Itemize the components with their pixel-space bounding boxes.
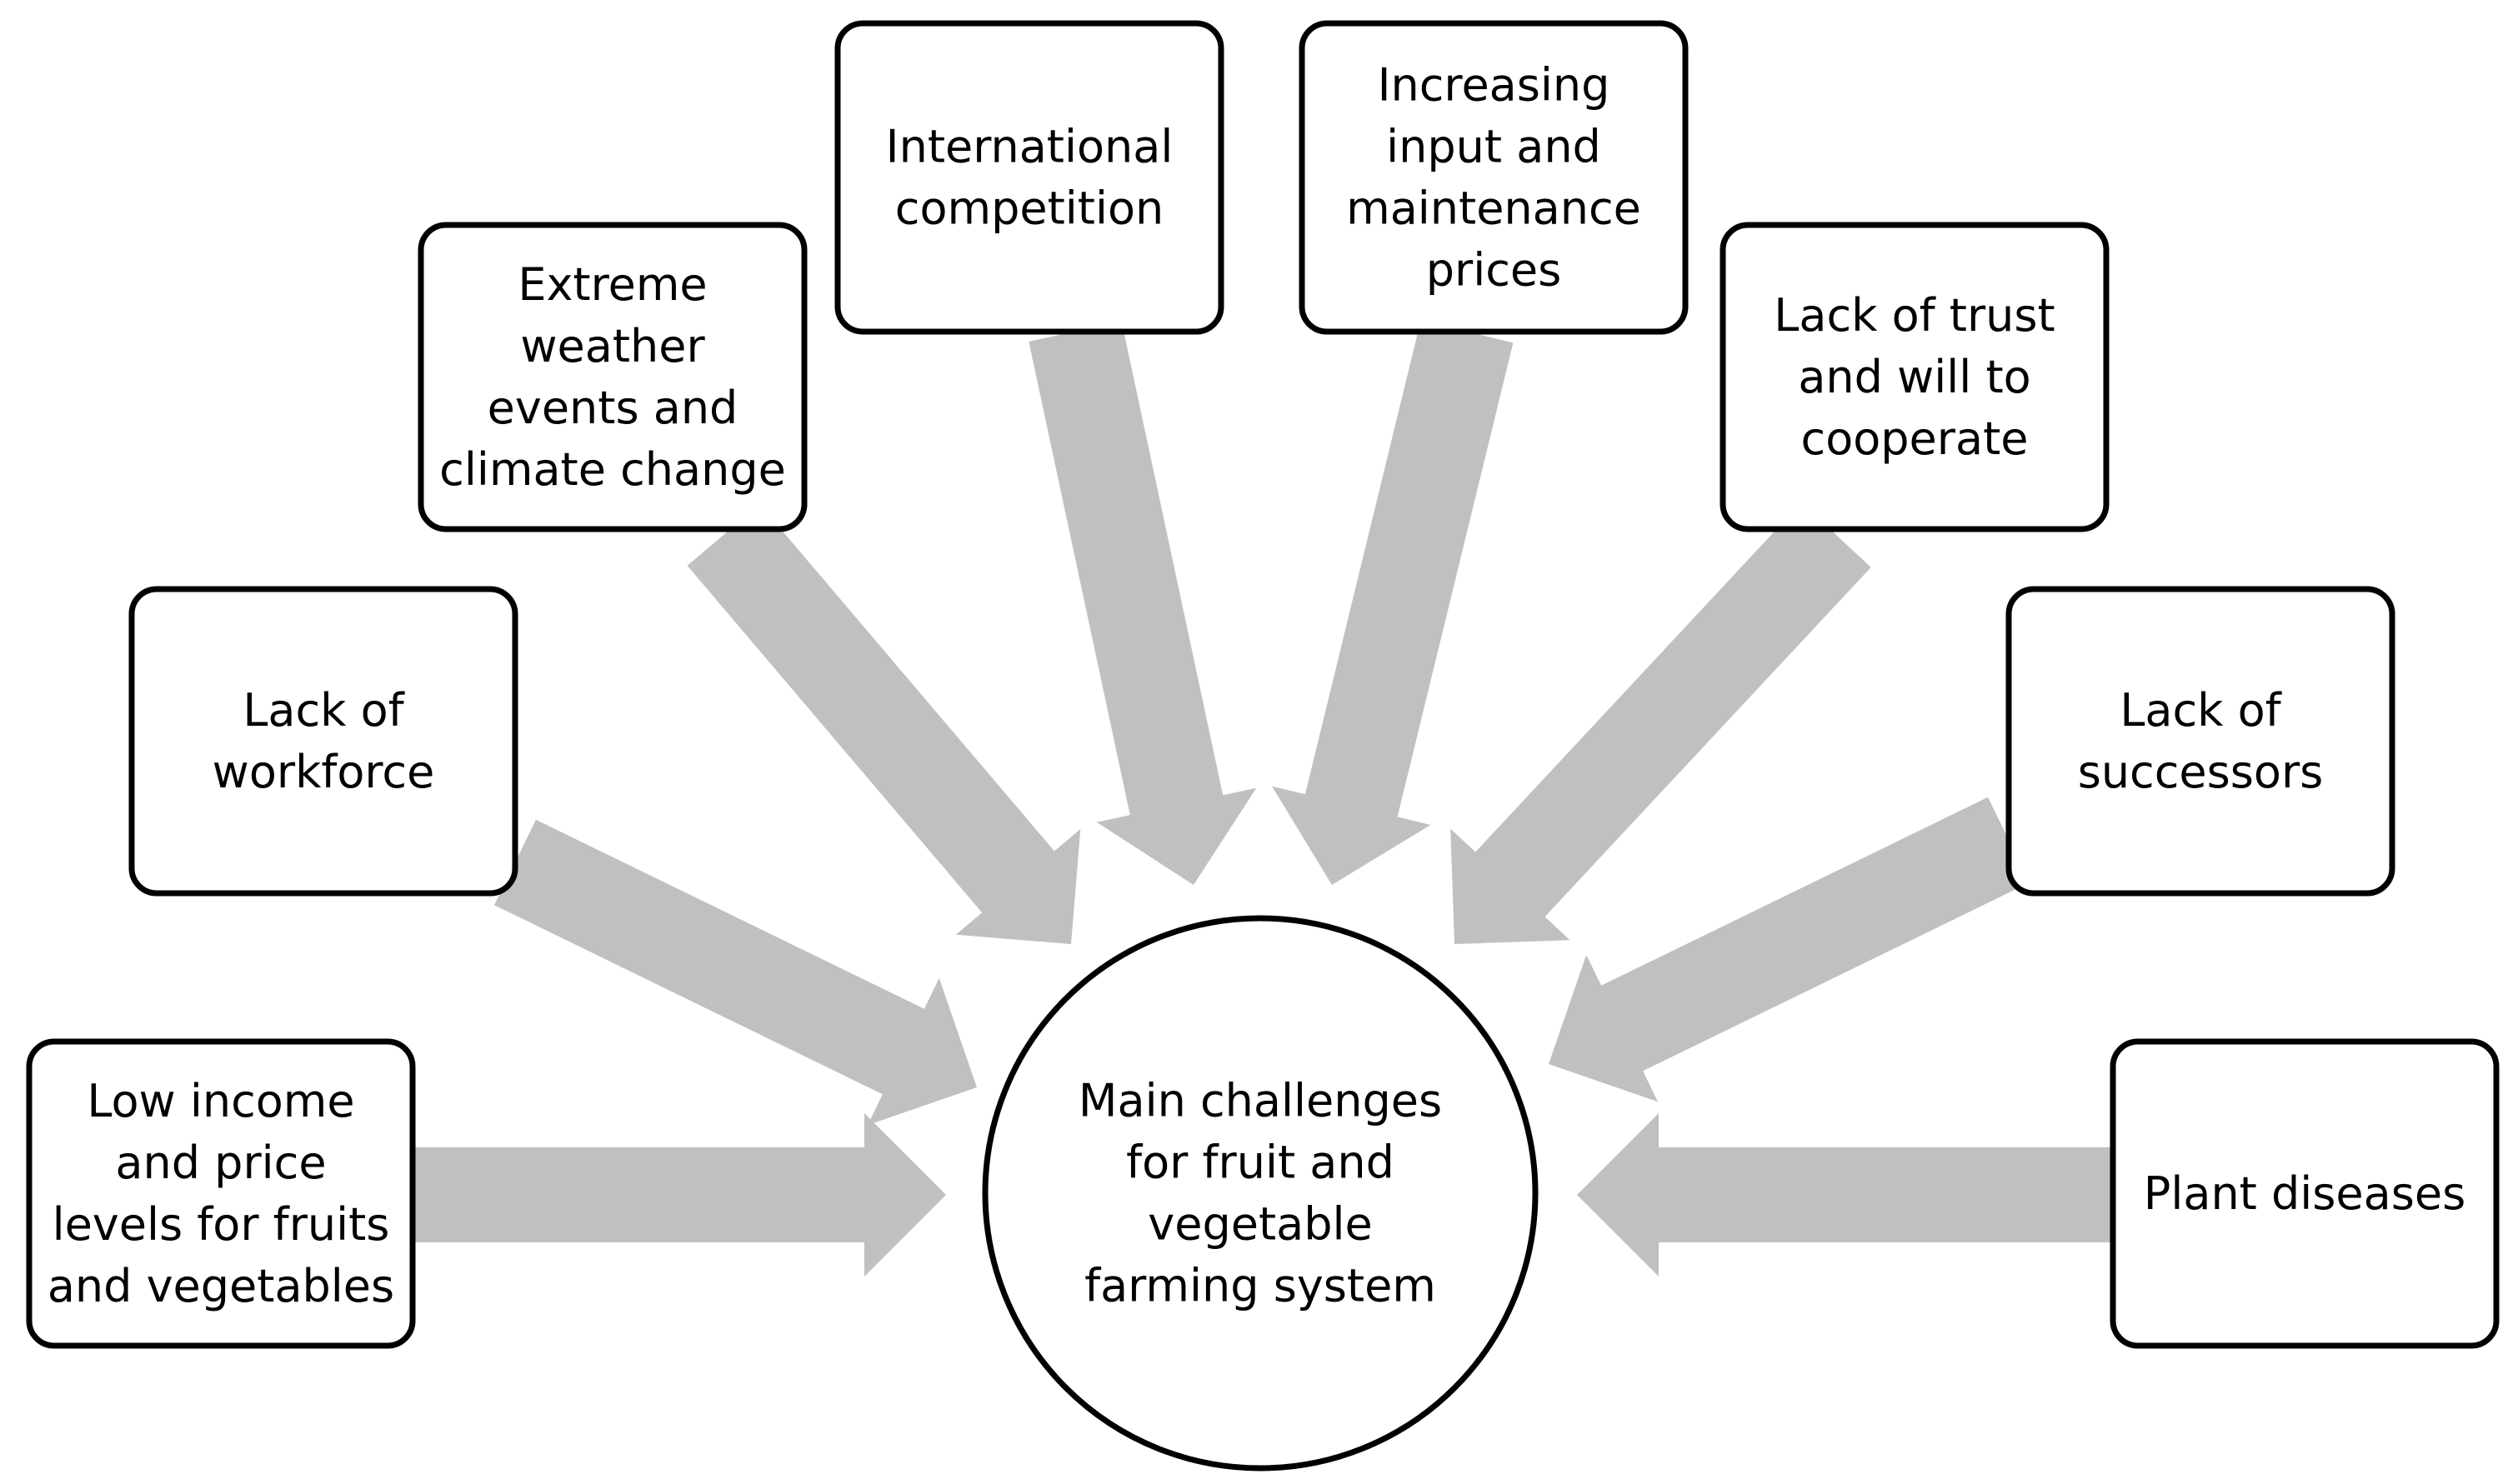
challenge-label-extreme-weather-line-3: events and [488,382,738,434]
challenge-box-frame [1720,222,2110,532]
boxes-layer: Low income and price levels for fruits and … [26,20,2500,1349]
challenge-label-international-competition-line-2: competition [895,182,1164,235]
challenge-label-international-competition-line-1: International [886,121,1174,173]
challenge-label-increasing-prices-line-1: Increasing [1378,59,1610,112]
arrow-increasing-prices [1272,320,1514,885]
challenge-label-lack-of-trust-line-3: cooperate [1801,412,2029,465]
challenge-label-lack-of-successors-line-2: successors [2078,746,2324,798]
challenge-label-extreme-weather-line-2: weather [520,320,705,372]
arrow-plant-diseases [1577,1113,2113,1277]
challenge-label-lack-of-trust-line-2: and will to [1798,351,2030,403]
center-label-line-2: for fruit and [1126,1137,1394,1189]
challenge-box-frame [26,1038,416,1349]
challenge-box-lack-of-workforce: Lack of workforce [128,586,518,897]
arrow-extreme-weather [687,504,1081,944]
challenge-box-increasing-prices: Increasing input and maintenance prices [1299,20,1689,335]
challenge-label-increasing-prices-line-2: input and [1386,121,1601,173]
arrow-lack-of-trust [1450,502,1871,944]
challenge-label-extreme-weather-line-4: climate change [439,443,786,496]
challenge-label-low-income-line-4: and vegetables [48,1260,394,1312]
challenge-label-lack-of-successors-line-1: Lack of [2120,684,2282,737]
challenge-box-extreme-weather: Extreme weather events and climate change [418,222,808,532]
center-label-line-1: Main challenges [1079,1075,1442,1127]
challenge-box-international-competition: International competition [834,20,1224,335]
center-label-line-4: farming system [1084,1260,1436,1312]
challenge-label-extreme-weather-line-1: Extreme [518,258,707,311]
center-circle [982,915,1539,1472]
challenge-box-lack-of-trust: Lack of trust and will to cooperate [1720,222,2110,532]
arrow-lack-of-workforce [494,819,977,1126]
challenge-box-frame [128,586,518,897]
challenge-label-low-income-line-2: and price [115,1137,326,1189]
challenge-box-low-income: Low income and price levels for fruits and … [26,1038,416,1349]
challenge-label-increasing-prices-line-4: prices [1426,244,1562,297]
challenge-label-lack-of-workforce-line-1: Lack of [243,684,405,737]
arrow-international-competition [1029,322,1257,886]
challenge-box-frame [2110,1038,2500,1349]
challenge-box-frame [1299,20,1689,335]
challenge-label-increasing-prices-line-3: maintenance [1346,182,1641,235]
challenge-label-low-income-line-1: Low income [87,1075,354,1127]
challenge-label-plant-diseases-line-1: Plant diseases [2144,1167,2465,1220]
challenge-box-frame [2005,586,2395,897]
challenge-box-frame [418,222,808,532]
challenge-label-low-income-line-3: levels for fruits [53,1198,390,1251]
arrow-lack-of-successors [1549,797,2030,1102]
challenge-box-frame [834,20,1224,335]
challenge-label-lack-of-workforce-line-2: workforce [213,746,435,798]
center-label-line-3: vegetable [1148,1198,1372,1251]
challenge-box-lack-of-successors: Lack of successors [2005,586,2395,897]
arrow-low-income [413,1113,946,1277]
challenge-box-plant-diseases: Plant diseases [2110,1038,2500,1349]
challenge-label-lack-of-trust-line-1: Lack of trust [1774,289,2055,342]
center-hub: Main challenges for fruit and vegetable far… [982,915,1539,1472]
arrows-layer [413,320,2113,1277]
